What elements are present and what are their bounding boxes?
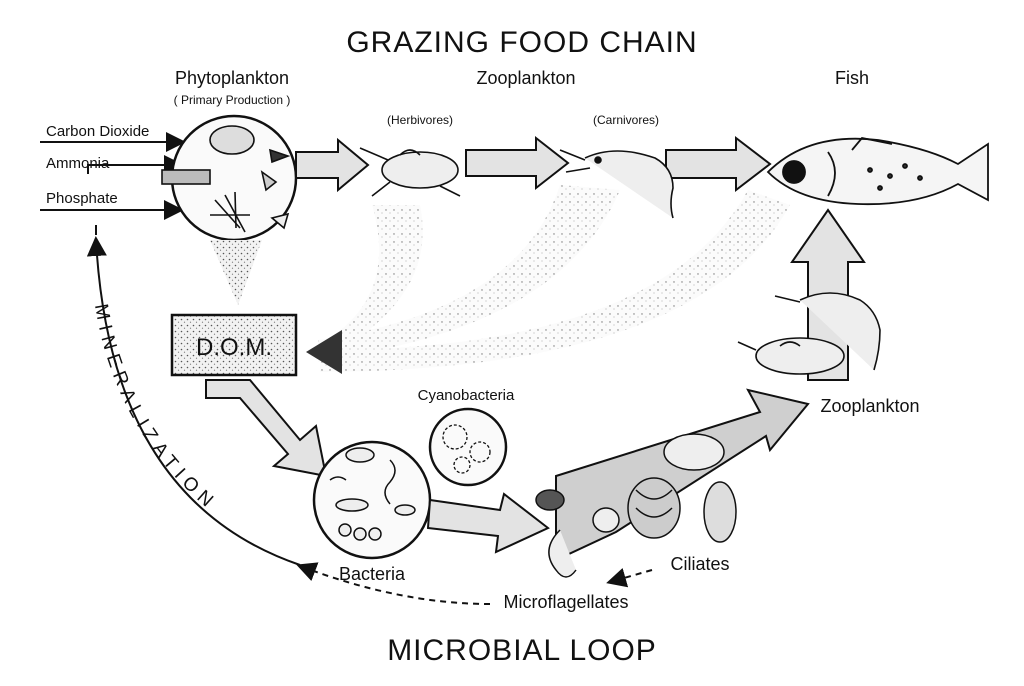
label-cyanobacteria: Cyanobacteria xyxy=(418,387,515,404)
title-grazing-food-chain: GRAZING FOOD CHAIN xyxy=(346,26,697,59)
label-herbivores: (Herbivores) xyxy=(387,113,453,127)
cyanobacteria-cells-icon xyxy=(442,424,491,474)
herbivore-to-dom-flow xyxy=(318,205,423,362)
label-phytoplankton: Phytoplankton xyxy=(175,68,289,88)
protists-icon xyxy=(535,433,737,578)
label-carbon-dioxide: Carbon Dioxide xyxy=(46,123,149,140)
label-fish: Fish xyxy=(835,68,869,88)
bacteria-cells-icon xyxy=(329,447,416,541)
label-ammonia: Ammonia xyxy=(46,155,110,172)
microflagellates-dashed-arrow xyxy=(296,562,491,605)
fish-icon xyxy=(766,137,989,206)
cyanobacteria-circle xyxy=(428,407,508,487)
label-ciliates: Ciliates xyxy=(670,554,729,574)
title-microbial-loop: MICROBIAL LOOP xyxy=(387,634,657,667)
label-carnivores: (Carnivores) xyxy=(593,113,659,127)
label-dom: D.O.M. xyxy=(196,334,272,361)
arrow-dom-to-bacteria xyxy=(205,379,328,478)
arrow-carnivores-to-fish xyxy=(665,135,772,193)
arrow-microbial-to-zooplankton xyxy=(555,388,810,562)
zooplankton-right-icon xyxy=(737,292,881,375)
label-zooplankton-top: Zooplankton xyxy=(476,68,575,88)
arrow-bacteria-to-microflagellates xyxy=(426,492,550,554)
label-bacteria: Bacteria xyxy=(339,564,406,584)
label-microflagellates: Microflagellates xyxy=(503,592,628,612)
label-phosphate: Phosphate xyxy=(46,190,118,207)
herbivore-copepod-icon xyxy=(359,147,461,197)
carnivore-shrimp-icon xyxy=(559,149,674,219)
carnivore-to-dom-flow xyxy=(318,185,620,360)
dom-inflow-arrowhead xyxy=(306,330,342,374)
mineralization-arrow xyxy=(86,236,301,566)
arrow-phyto-to-herbivores xyxy=(295,137,370,193)
ciliates-dashed-arrow xyxy=(606,567,653,588)
phyto-to-dom-flow xyxy=(210,240,262,305)
phytoplankton-cells-icon xyxy=(161,125,291,233)
fish-to-dom-flow xyxy=(320,190,790,372)
label-primary-production: ( Primary Production ) xyxy=(174,93,291,107)
ammonia-arrow xyxy=(87,155,184,175)
dom-box xyxy=(170,313,298,377)
arrow-herbivores-to-carnivores xyxy=(465,135,570,191)
label-zooplankton-right: Zooplankton xyxy=(820,396,919,416)
